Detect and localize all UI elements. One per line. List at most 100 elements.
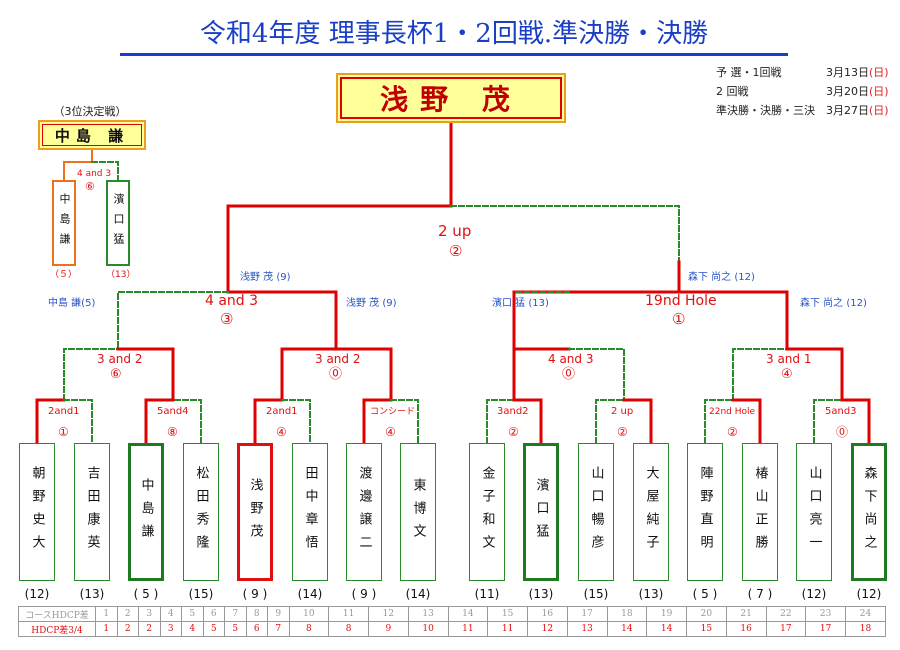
r2-4-score: 3 and 1 bbox=[766, 352, 812, 366]
semi2-hole: ① bbox=[672, 310, 686, 328]
semi1-score: 4 and 3 bbox=[205, 293, 259, 309]
third-line-winner bbox=[63, 149, 93, 181]
r2-2-hole: ⓪ bbox=[329, 367, 343, 382]
semi1-line-winner bbox=[226, 260, 338, 351]
semi1-line-loser bbox=[117, 291, 229, 350]
hdcp-cell: 11 bbox=[447, 621, 489, 637]
semi2-right-name: 森下 尚之 (12) bbox=[800, 298, 867, 309]
player-box-2: 吉田康英 bbox=[74, 443, 110, 581]
semi2-line-winner bbox=[512, 260, 789, 351]
player-hdcp-9: (11) bbox=[474, 587, 500, 601]
hdcp-cell: 3 bbox=[138, 606, 161, 622]
r2-2-win bbox=[280, 347, 393, 402]
page-title: 令和4年度 理事長杯1・2回戦.準決勝・決勝 bbox=[199, 19, 709, 49]
hdcp-cell: 2 bbox=[116, 606, 139, 622]
semi2-left-name: 濱口 猛 (13) bbox=[492, 298, 549, 309]
r2-3-lose bbox=[568, 348, 625, 401]
player-name: 中島謙 bbox=[138, 477, 154, 547]
hdcp-cell: 1 bbox=[95, 621, 118, 637]
r1-5-lose bbox=[486, 399, 515, 444]
r1-8-score: 5and3 bbox=[825, 406, 857, 417]
hdcp-cell: 23 bbox=[805, 606, 846, 622]
schedule-label: 予 選・1回戦 bbox=[716, 66, 782, 79]
r1-1-score: 2and1 bbox=[48, 406, 80, 417]
player-name: 浅野茂 bbox=[247, 477, 263, 547]
third-line-loser bbox=[91, 161, 119, 181]
r1-2-lose bbox=[172, 399, 202, 444]
r1-3-hole: ④ bbox=[276, 425, 287, 439]
hdcp-cell: 4 bbox=[159, 606, 182, 622]
hdcp-cell: 13 bbox=[566, 621, 608, 637]
r2-4-win bbox=[785, 347, 844, 402]
final-score: 2 up bbox=[438, 222, 472, 240]
title-underline bbox=[120, 53, 788, 56]
hdcp-cell: 5 bbox=[181, 606, 204, 622]
player-name: 山口暢彦 bbox=[588, 466, 604, 558]
player-hdcp-2: (13) bbox=[79, 587, 105, 601]
r1-7-lose bbox=[704, 399, 734, 444]
hdcp-cell: 14 bbox=[646, 621, 687, 637]
r2-2-score: 3 and 2 bbox=[315, 352, 361, 366]
hdcp-cell: 11 bbox=[487, 621, 528, 637]
r2-3-win bbox=[512, 347, 571, 402]
r2-1-score: 3 and 2 bbox=[97, 352, 143, 366]
player-box-15: 山口亮一 bbox=[796, 443, 832, 581]
r1-4-hole: ④ bbox=[385, 425, 396, 439]
schedule-row-3: 準決勝・決勝・三決 3月27日(日) bbox=[716, 104, 889, 118]
hdcp-cell: 18 bbox=[606, 606, 648, 622]
third-place-caption: （3位決定戦） bbox=[53, 105, 127, 118]
hdcp-cell: 7 bbox=[224, 606, 247, 622]
hdcp-cell: 6 bbox=[245, 621, 268, 637]
hdcp-cell: 17 bbox=[765, 621, 807, 637]
player-name: 松田秀隆 bbox=[193, 466, 209, 558]
hdcp-cell: 15 bbox=[487, 606, 528, 622]
r1-1-hole: ① bbox=[58, 425, 69, 439]
r1-7-score: 22nd Hole bbox=[709, 407, 756, 417]
semi1-hole: ③ bbox=[220, 310, 234, 328]
hdcp-cell: 8 bbox=[245, 606, 268, 622]
player-hdcp-4: (15) bbox=[188, 587, 214, 601]
schedule-row-1: 予 選・1回戦 3月13日(日) bbox=[716, 66, 889, 80]
r1-2-score: 5and4 bbox=[157, 406, 189, 417]
r1-3-lose bbox=[281, 399, 311, 444]
final-left-name: 浅野 茂 (9) bbox=[240, 272, 291, 283]
hdcp-cell: 4 bbox=[181, 621, 204, 637]
schedule-date: 3月13日(日) bbox=[826, 66, 889, 79]
r1-3-win bbox=[253, 398, 284, 445]
hdcp-cell: 14 bbox=[447, 606, 489, 622]
semi1-right-name: 浅野 茂 (9) bbox=[346, 298, 397, 309]
semi2-score: 19nd Hole bbox=[645, 293, 717, 309]
hdcp-cell: 9 bbox=[267, 606, 290, 622]
player-hdcp-16: (12) bbox=[856, 587, 882, 601]
hdcp-cell: 11 bbox=[328, 606, 369, 622]
hdcp-row-label: HDCP差3/4 bbox=[18, 621, 96, 637]
hdcp-row-label: コースHDCP差 bbox=[18, 606, 96, 622]
player-hdcp-1: (12) bbox=[24, 587, 50, 601]
r2-4-lose bbox=[732, 348, 788, 401]
player-hdcp-13: ( 5 ) bbox=[692, 587, 718, 601]
player-name: 森下尚之 bbox=[861, 466, 877, 558]
final-line-loser bbox=[450, 205, 680, 263]
player-name: 濱口猛 bbox=[533, 477, 549, 547]
schedule-label: 準決勝・決勝・三決 bbox=[716, 104, 815, 117]
player-box-6: 田中章悟 bbox=[292, 443, 328, 581]
final-right-name: 森下 尚之 (12) bbox=[688, 272, 755, 283]
player-box-5: 浅野茂 bbox=[237, 443, 273, 581]
schedule-row-2: 2 回戦 3月20日(日) bbox=[716, 85, 889, 99]
hdcp-cell: 3 bbox=[159, 621, 182, 637]
third-place-player-2: 濱口猛 bbox=[106, 180, 130, 266]
hdcp-cell: 19 bbox=[646, 606, 687, 622]
hdcp-cell: 10 bbox=[288, 606, 330, 622]
r1-3-score: 2and1 bbox=[266, 406, 298, 417]
player-box-11: 山口暢彦 bbox=[578, 443, 614, 581]
r1-5-win bbox=[512, 398, 543, 445]
hdcp-cell: 20 bbox=[686, 606, 727, 622]
r1-7-hole: ② bbox=[727, 425, 738, 439]
hdcp-cell: 10 bbox=[407, 621, 449, 637]
third-place-score: 4 and 3 bbox=[77, 169, 112, 179]
r1-1-lose bbox=[63, 399, 93, 444]
hdcp-cell: 13 bbox=[407, 606, 449, 622]
